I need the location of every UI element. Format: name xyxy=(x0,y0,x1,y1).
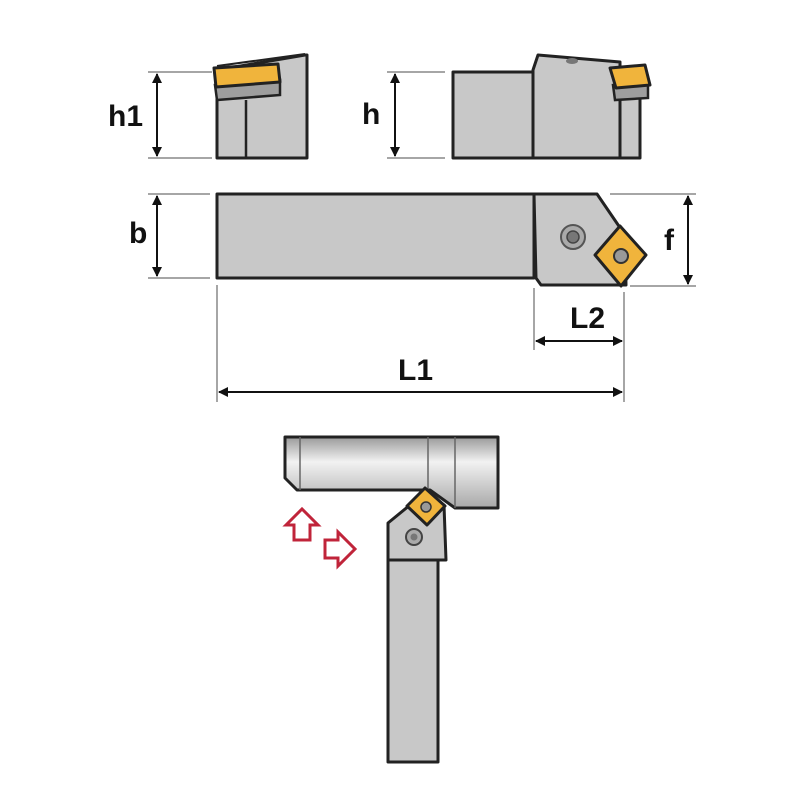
dimension-h1: h1 xyxy=(108,71,212,159)
label-b: b xyxy=(129,217,147,250)
dimension-b: b xyxy=(129,193,210,279)
label-f: f xyxy=(664,224,675,257)
label-h: h xyxy=(362,98,380,131)
top-view xyxy=(215,192,648,288)
feed-arrow-right-icon xyxy=(323,528,358,570)
dimension-L1: L1 xyxy=(216,285,625,402)
dimension-f: f xyxy=(610,193,696,287)
end-view xyxy=(212,53,309,160)
tool-in-use xyxy=(386,486,448,764)
label-L2: L2 xyxy=(570,302,605,335)
workpiece xyxy=(283,435,500,510)
label-L1: L1 xyxy=(398,354,433,387)
feed-arrow-up-icon xyxy=(282,506,322,542)
dimension-h: h xyxy=(362,71,445,159)
label-h1: h1 xyxy=(108,100,143,133)
dimension-L2: L2 xyxy=(533,288,625,350)
side-view xyxy=(451,53,652,160)
